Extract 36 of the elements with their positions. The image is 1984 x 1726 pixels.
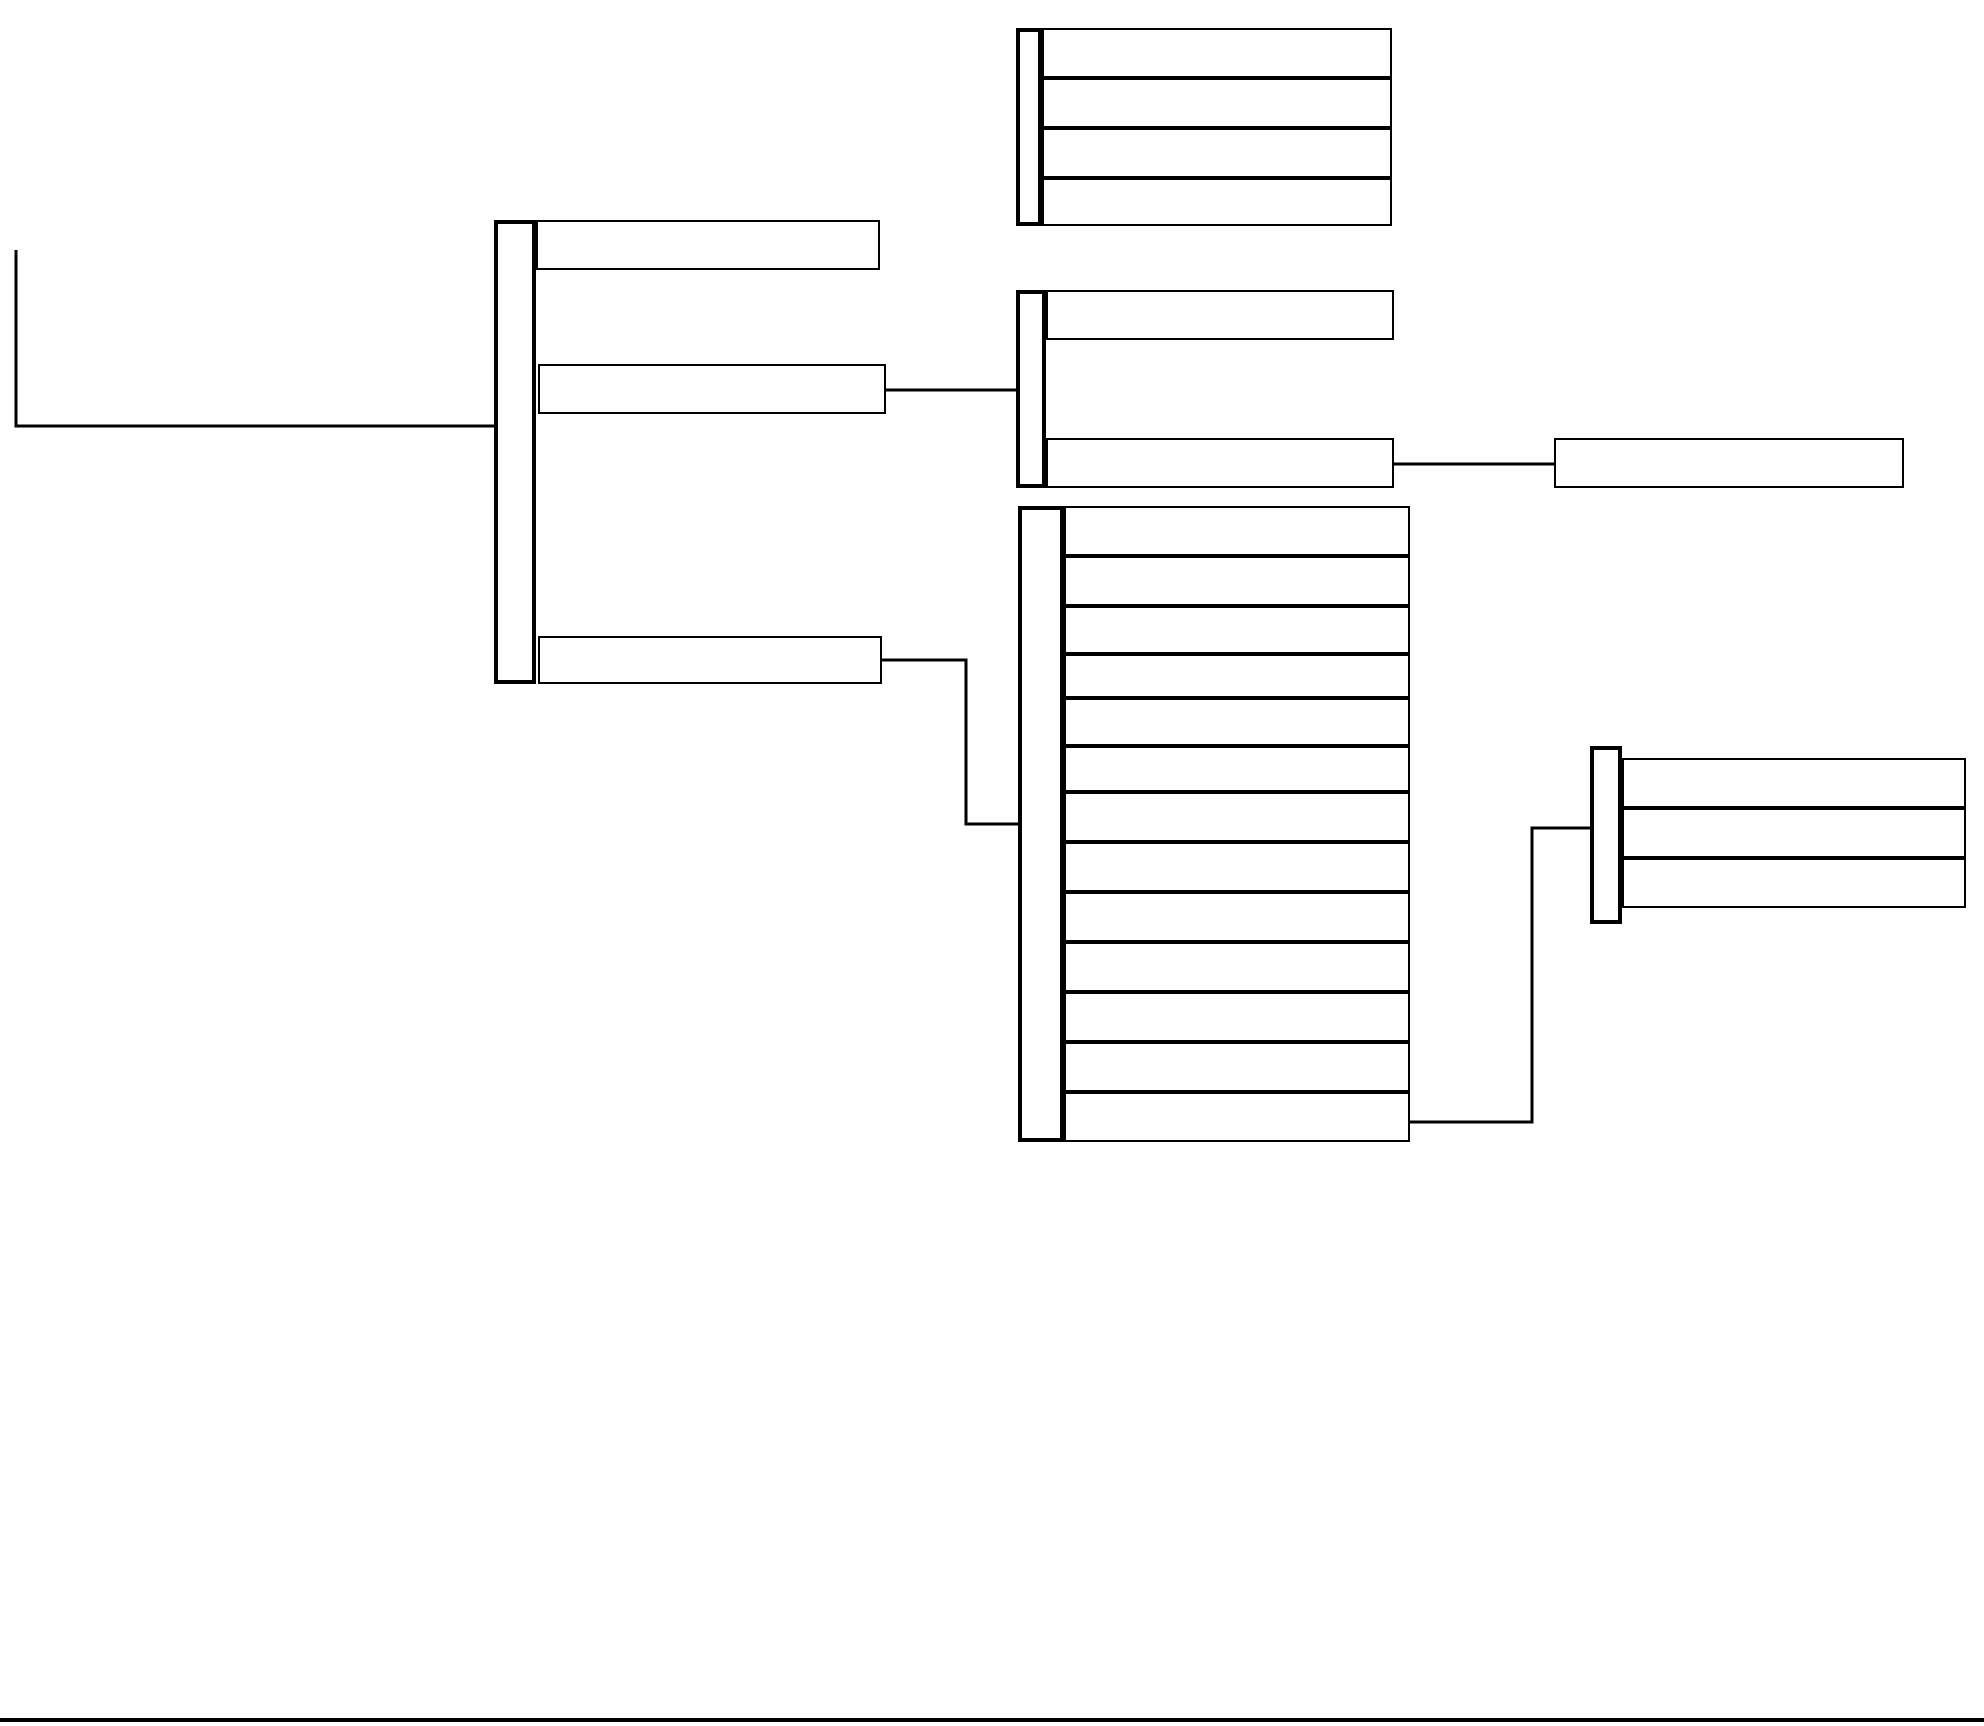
empty-box [1622,758,1966,808]
empty-box [538,364,886,414]
connector-line [886,388,1016,392]
empty-box [536,220,880,270]
bracket-bar [1590,746,1622,924]
empty-box [538,636,882,684]
bracket-bar [1018,506,1064,1142]
empty-box [1064,942,1410,992]
empty-box [1064,654,1410,698]
empty-box [1064,606,1410,654]
empty-box [1046,438,1394,488]
empty-box [1064,992,1410,1042]
bracket-bar [1016,290,1046,488]
empty-box [1064,792,1410,842]
empty-box [1064,1092,1410,1142]
empty-box [1042,178,1392,226]
empty-box [1064,892,1410,942]
empty-box [1042,128,1392,178]
connector-line [14,250,494,428]
connector-line [882,658,1018,826]
bracket-bar [494,220,536,684]
empty-box [1064,842,1410,892]
empty-box [1042,28,1392,78]
bracket-bar [1016,28,1042,226]
empty-box [1042,78,1392,128]
empty-box [1554,438,1904,488]
empty-box [1064,698,1410,746]
connector-line [1410,826,1590,1124]
connector-line [1394,462,1554,466]
empty-box [1064,1042,1410,1092]
empty-box [1046,290,1394,340]
empty-box [1622,808,1966,858]
empty-box [1622,858,1966,908]
empty-box [1064,556,1410,606]
empty-box [1064,746,1410,792]
empty-box [1064,506,1410,556]
